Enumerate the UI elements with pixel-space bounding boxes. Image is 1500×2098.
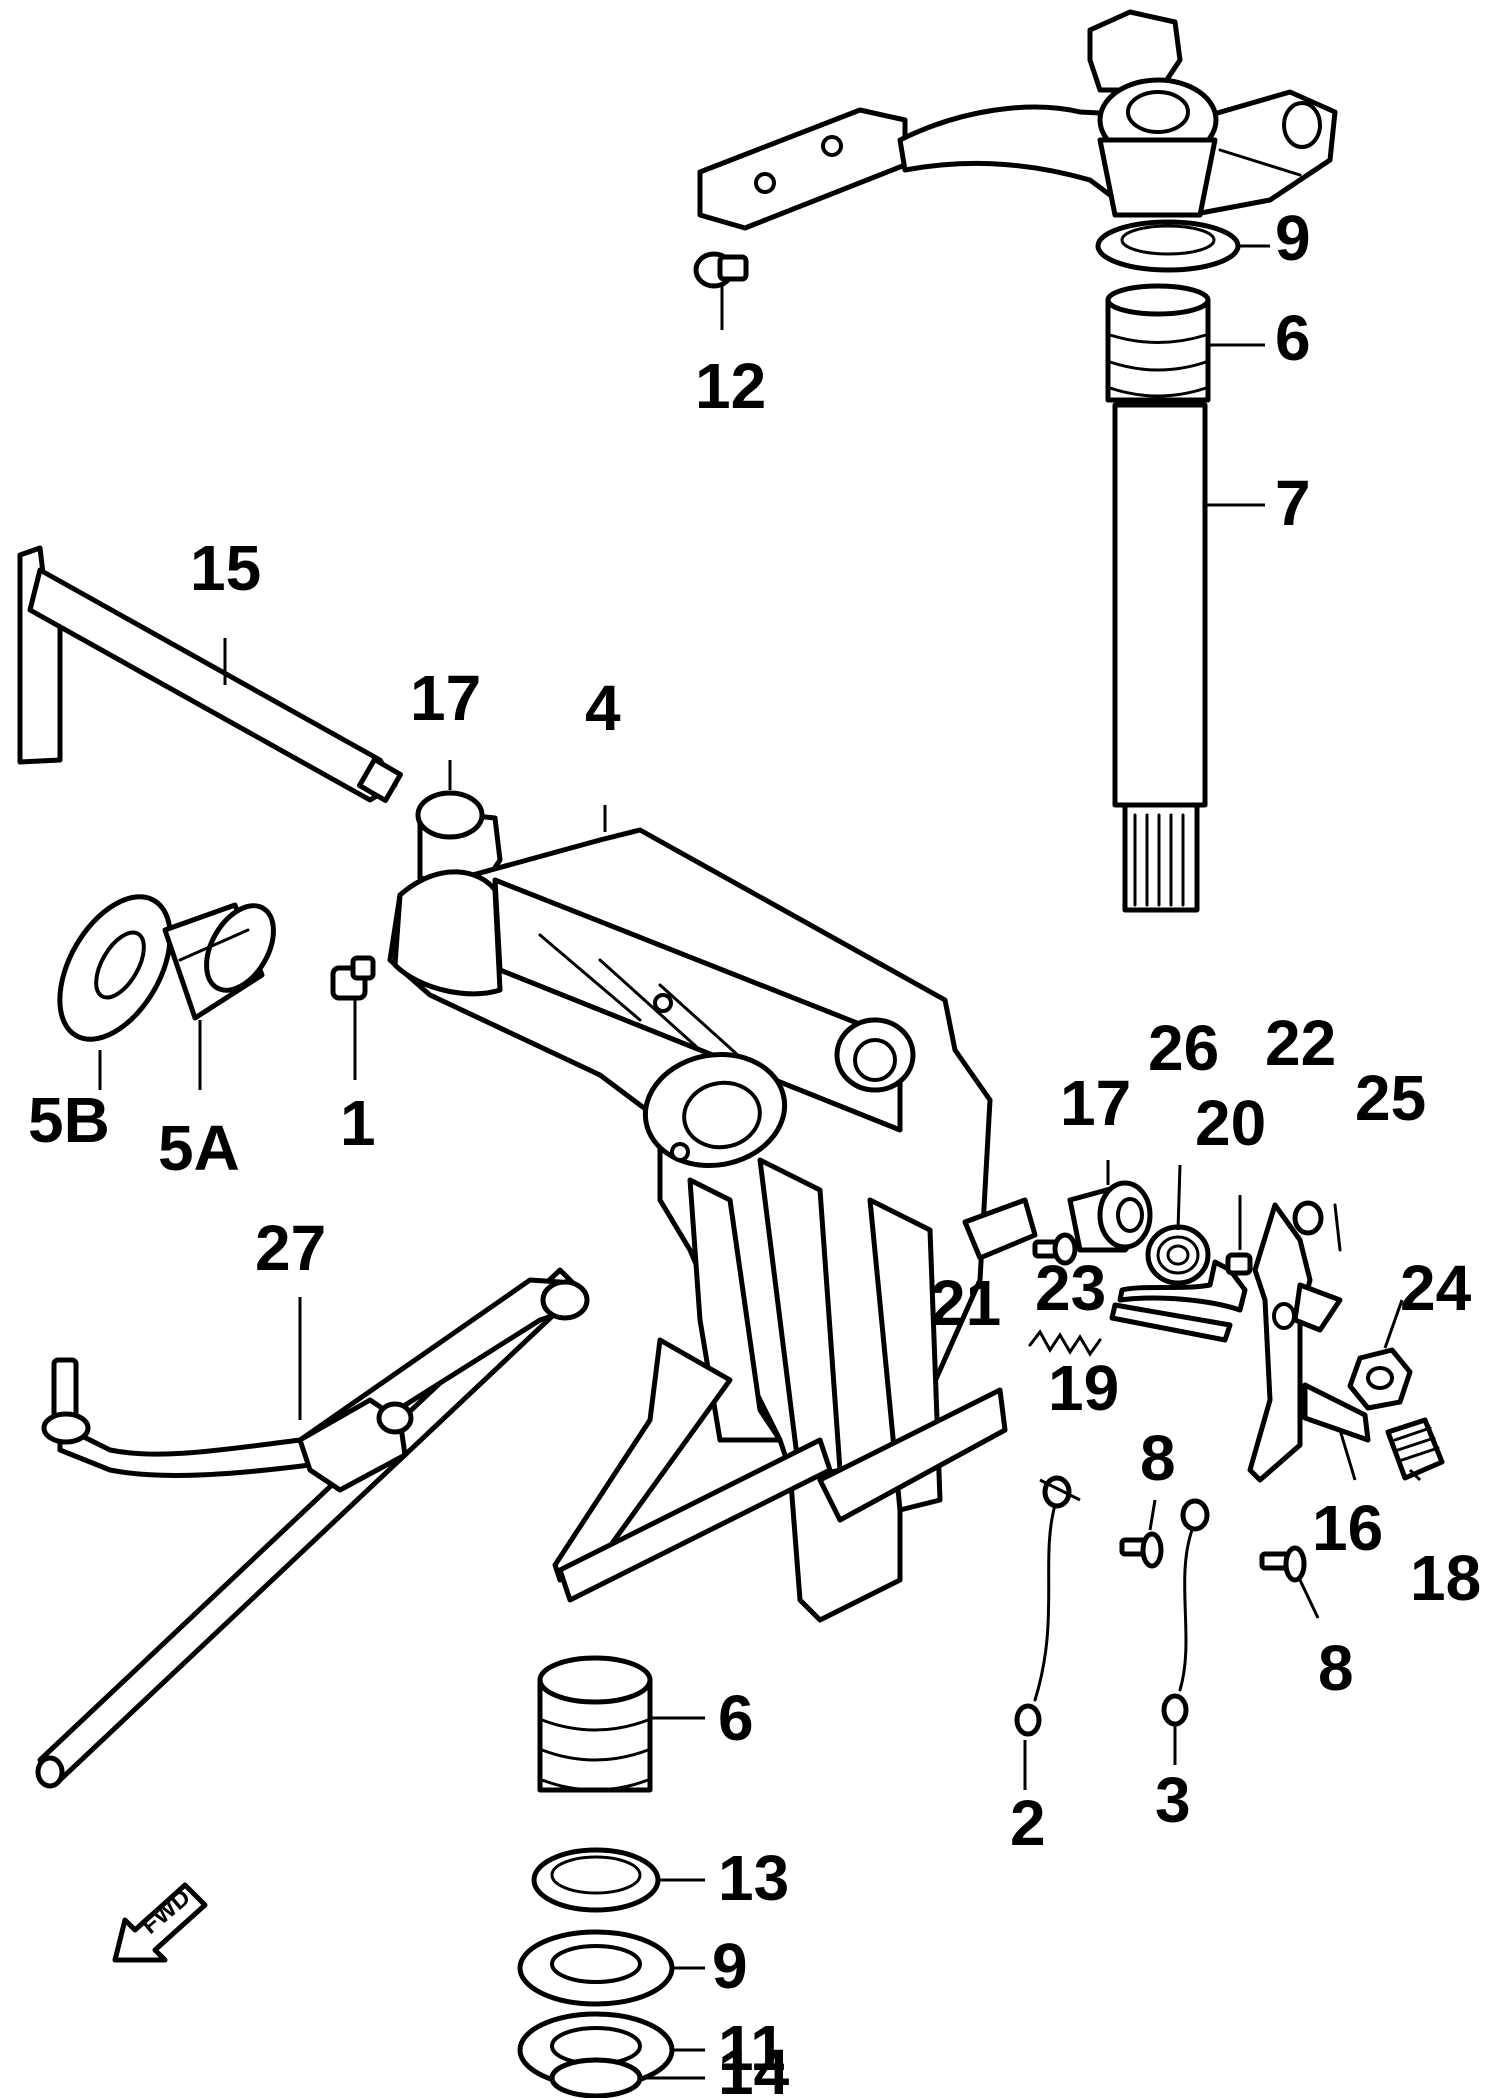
pin-25 bbox=[1333, 1203, 1342, 1252]
callout-18: 18 bbox=[1410, 1542, 1481, 1614]
steering-shaft-7 bbox=[1112, 402, 1208, 913]
bushing-17-right bbox=[1067, 1180, 1153, 1253]
callout-14: 14 bbox=[718, 2036, 790, 2098]
callout-13: 13 bbox=[718, 1842, 789, 1914]
plate-21 bbox=[962, 1197, 1038, 1261]
grease-nipple-1 bbox=[330, 955, 376, 1001]
plate-16 bbox=[1247, 1202, 1371, 1483]
callout-20: 20 bbox=[1195, 1087, 1266, 1159]
circlip-14 bbox=[549, 2057, 643, 2098]
pad-18 bbox=[1385, 1417, 1445, 1481]
callout-9-top: 9 bbox=[1275, 202, 1311, 274]
callout-11: 11 bbox=[718, 2012, 786, 2084]
callout-6-top: 6 bbox=[1275, 302, 1311, 374]
clamp-rod-27 bbox=[35, 1267, 590, 1789]
callout-17-top: 17 bbox=[410, 662, 481, 734]
callout-19: 19 bbox=[1048, 1352, 1119, 1424]
bushing-6-bottom bbox=[537, 1655, 653, 1793]
ground-wire-2 bbox=[1014, 1475, 1081, 1737]
nut-24 bbox=[1347, 1347, 1413, 1411]
callout-24: 24 bbox=[1400, 1252, 1472, 1324]
steering-bracket bbox=[697, 9, 1338, 231]
callout-5a: 5A bbox=[158, 1112, 240, 1184]
callout-27: 27 bbox=[255, 1212, 326, 1284]
callout-3: 3 bbox=[1155, 1764, 1191, 1836]
swivel-bracket-4 bbox=[387, 827, 1008, 1623]
callout-4: 4 bbox=[585, 672, 621, 744]
callout-8-right: 8 bbox=[1318, 1632, 1354, 1704]
bolt-8-left bbox=[1119, 1531, 1164, 1569]
lever-20 bbox=[1109, 1252, 1253, 1343]
washer-9-bottom bbox=[517, 1929, 675, 2007]
bushing-13 bbox=[531, 1847, 661, 1913]
spring-19 bbox=[1028, 1329, 1102, 1357]
leader-lines bbox=[98, 244, 1422, 2080]
screw-23 bbox=[1032, 1232, 1078, 1266]
bolt-12 bbox=[693, 251, 749, 289]
bushing-5a bbox=[162, 902, 276, 1021]
washer-9-top bbox=[1095, 219, 1241, 273]
callout-22: 22 bbox=[1265, 1007, 1336, 1079]
callout-21: 21 bbox=[930, 1267, 1001, 1339]
callout-7: 7 bbox=[1275, 467, 1311, 539]
fwd-arrow: FWD bbox=[112, 1882, 208, 1963]
bushing-6-top bbox=[1105, 283, 1211, 403]
callout-17-right: 17 bbox=[1060, 1067, 1131, 1139]
callout-labels: 9 6 7 12 15 17 4 5B 5A 1 27 17 26 20 22 … bbox=[28, 202, 1481, 2098]
spring-26 bbox=[1145, 1224, 1211, 1286]
callout-5b: 5B bbox=[28, 1084, 110, 1156]
callout-8-left: 8 bbox=[1140, 1422, 1176, 1494]
washer-22 bbox=[1292, 1200, 1324, 1236]
tilt-rod-15 bbox=[17, 545, 403, 803]
bolt-8-right bbox=[1259, 1545, 1307, 1583]
callout-9-bottom: 9 bbox=[712, 1930, 748, 2002]
callout-16: 16 bbox=[1312, 1492, 1383, 1564]
washer-5b bbox=[57, 894, 173, 1042]
callout-2: 2 bbox=[1010, 1787, 1046, 1859]
callout-25: 25 bbox=[1355, 1062, 1426, 1134]
callout-26: 26 bbox=[1148, 1012, 1219, 1084]
bushing-17-top bbox=[415, 790, 503, 893]
callout-23: 23 bbox=[1035, 1252, 1106, 1324]
ground-wire-3 bbox=[1161, 1498, 1210, 1727]
callout-12: 12 bbox=[695, 350, 766, 422]
callout-6-bottom: 6 bbox=[718, 1682, 754, 1754]
callout-15: 15 bbox=[190, 532, 261, 604]
callout-1: 1 bbox=[340, 1087, 376, 1159]
